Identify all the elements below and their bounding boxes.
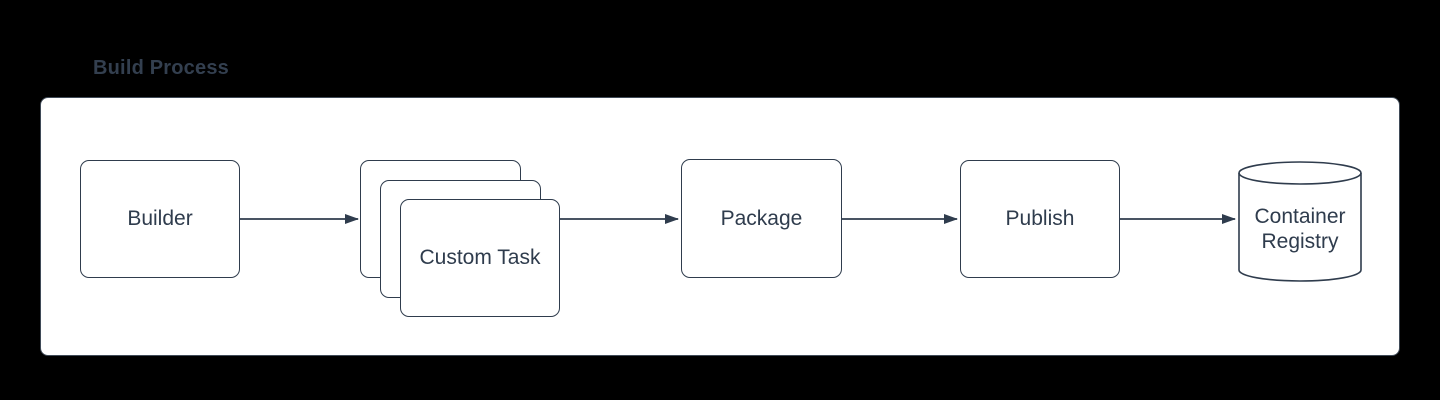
publish-node-label: Publish: [1005, 207, 1075, 230]
package-node-label: Package: [720, 206, 803, 230]
cylinder-top-rim: [1238, 172, 1362, 185]
container-registry-node[interactable]: [1238, 160, 1362, 284]
custom-task-node-front-label: Custom Task: [419, 246, 541, 269]
builder-node[interactable]: Builder: [80, 160, 240, 278]
cylinder-body: [1238, 161, 1362, 282]
container-registry-node-label: Container Registry: [1254, 205, 1346, 253]
diagram-title: Build Process: [93, 57, 229, 79]
custom-task-node-front[interactable]: Custom Task: [400, 199, 560, 317]
builder-node-label: Builder: [127, 207, 193, 230]
publish-node[interactable]: Publish: [960, 160, 1120, 278]
package-node[interactable]: Package: [681, 159, 842, 278]
